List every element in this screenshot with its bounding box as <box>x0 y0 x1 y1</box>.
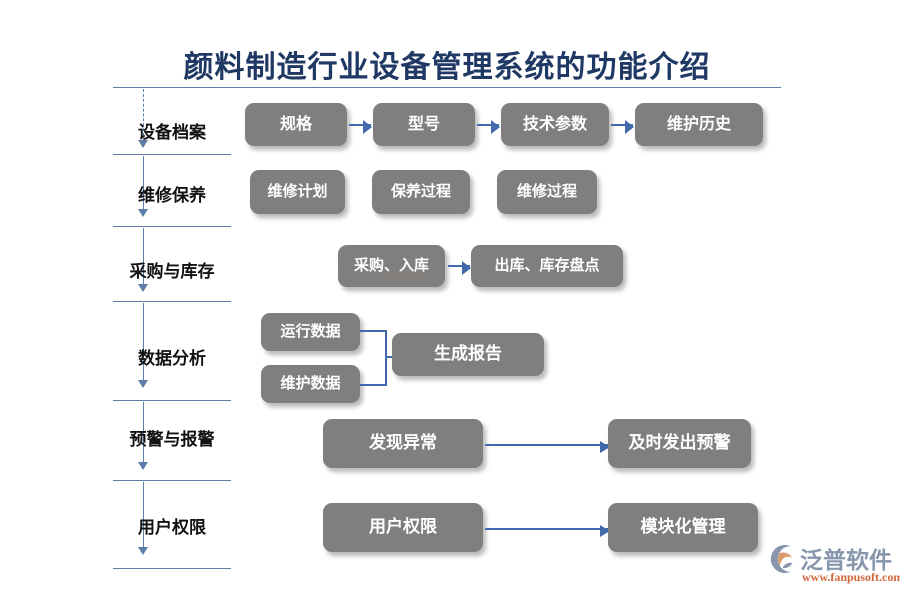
stage-divider <box>113 400 231 401</box>
spine-segment <box>143 228 144 285</box>
spine-segment-dashed <box>143 89 144 141</box>
brand-url: www.fanpusoft.com <box>802 570 900 584</box>
stage-label-procurement-inventory: 采购与库存 <box>129 262 215 281</box>
stage-label-equipment-records: 设备档案 <box>138 123 206 142</box>
stage-label-user-permission: 用户权限 <box>138 518 206 537</box>
stage-divider <box>113 154 231 155</box>
spine-segment <box>143 156 144 210</box>
node-maintenance-data[interactable]: 维护数据 <box>261 365 360 403</box>
arrow-model-to-tech-params <box>477 119 500 134</box>
node-outbound-stocktake[interactable]: 出库、库存盘点 <box>471 245 623 287</box>
brand-logo: 泛普软件 www.fanpusoft.com <box>766 540 900 594</box>
node-maintenance-history[interactable]: 维护历史 <box>635 103 763 146</box>
stage-label-alarm: 预警与报警 <box>129 430 215 449</box>
arrow-spec-to-model <box>349 119 372 134</box>
node-technical-parameters[interactable]: 技术参数 <box>501 103 609 146</box>
stage-label-data-analysis: 数据分析 <box>138 349 206 368</box>
spine-segment <box>143 482 144 548</box>
spine-arrow-icon <box>138 140 148 148</box>
arrow-permission-to-modular <box>485 524 610 537</box>
stage-divider <box>113 568 231 569</box>
node-specification[interactable]: 规格 <box>245 103 347 146</box>
spine-segment <box>143 303 144 381</box>
stage-label-maintenance: 维修保养 <box>138 186 206 205</box>
node-purchase-inbound[interactable]: 采购、入库 <box>338 245 445 287</box>
spine-arrow-icon <box>138 547 148 555</box>
stage-divider <box>113 226 231 227</box>
arrow-tech-params-to-history <box>611 119 634 134</box>
fanpu-logo-icon <box>770 545 793 573</box>
brand-name: 泛普软件 <box>800 547 892 573</box>
spine-arrow-icon <box>138 380 148 388</box>
stage-divider <box>113 301 231 302</box>
node-modular-management[interactable]: 模块化管理 <box>608 503 758 552</box>
watermark-text: 泛普软件 <box>383 270 427 282</box>
watermark: 泛普软件 <box>383 262 479 288</box>
page-title: 颜料制造行业设备管理系统的功能介绍 <box>183 51 711 84</box>
node-timely-alert[interactable]: 及时发出预警 <box>608 419 751 468</box>
spine-arrow-icon <box>138 462 148 470</box>
node-upkeep-process[interactable]: 保养过程 <box>372 170 470 214</box>
title-underline <box>113 87 781 88</box>
arrow-anomaly-to-alert <box>485 440 610 453</box>
node-user-permission[interactable]: 用户权限 <box>323 503 483 552</box>
node-generate-report[interactable]: 生成报告 <box>392 333 544 376</box>
node-operating-data[interactable]: 运行数据 <box>261 313 360 351</box>
spine-arrow-icon <box>138 284 148 292</box>
spine-segment <box>143 402 144 463</box>
arrow-inbound-to-outbound <box>448 260 471 275</box>
spine-arrow-icon <box>138 209 148 217</box>
node-repair-plan[interactable]: 维修计划 <box>250 170 345 214</box>
stage-divider <box>113 480 231 481</box>
stage-divider <box>113 87 231 88</box>
node-repair-process[interactable]: 维修过程 <box>497 170 597 214</box>
node-model[interactable]: 型号 <box>373 103 475 146</box>
node-detect-anomaly[interactable]: 发现异常 <box>323 419 483 468</box>
